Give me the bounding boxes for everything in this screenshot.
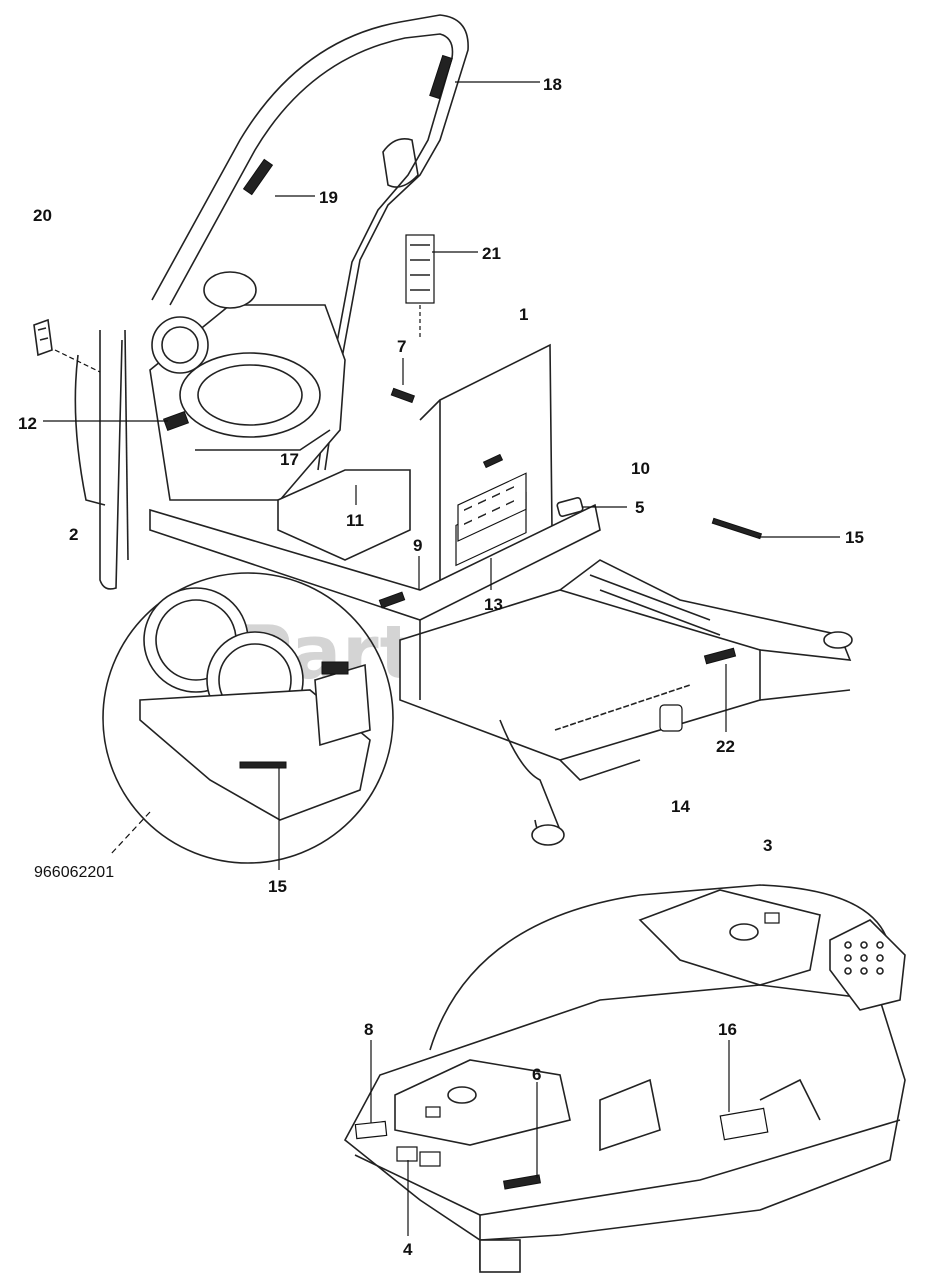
chassis-frame [149,503,853,846]
engine [149,271,346,501]
part-5-knob [556,497,584,517]
leader-lines [43,81,840,1236]
callout-14: 14 [671,797,690,816]
callout-15-top: 15 [845,528,864,547]
callout-9: 9 [413,536,422,555]
detail-inset [102,572,394,864]
handle-bar [151,14,469,471]
part-9 [378,591,406,609]
callout-13: 13 [484,595,503,614]
callout-1: 1 [519,305,528,324]
battery-box [277,469,411,561]
callout-10: 10 [631,459,650,478]
callout-20: 20 [33,206,52,225]
callout-8: 8 [364,1020,373,1039]
callout-15-bottom: 15 [268,877,287,896]
callout-19: 19 [319,188,338,207]
decal-7 [390,387,416,404]
callout-17: 17 [280,450,299,469]
callout-16: 16 [718,1020,737,1039]
callout-21: 21 [482,244,501,263]
callout-3: 3 [763,836,772,855]
callout-labels: 18 19 20 21 1 7 12 17 10 5 11 2 9 15 13 … [18,75,864,1259]
callout-2: 2 [69,525,78,544]
callout-7: 7 [397,337,406,356]
callout-22: 22 [716,737,735,756]
left-upright [74,329,129,590]
reference-number: 966062201 [34,864,114,881]
part-20-clip [33,318,101,373]
mower-deck [343,884,906,1273]
callout-12: 12 [18,414,37,433]
callout-4: 4 [403,1240,413,1259]
callout-18: 18 [543,75,562,94]
decal-15-strip [711,517,763,540]
callout-6: 6 [532,1065,541,1084]
decal-19 [242,158,274,196]
callout-11: 11 [346,511,364,530]
callout-5: 5 [635,498,644,517]
decal-21 [405,234,435,340]
control-panel [419,343,553,587]
